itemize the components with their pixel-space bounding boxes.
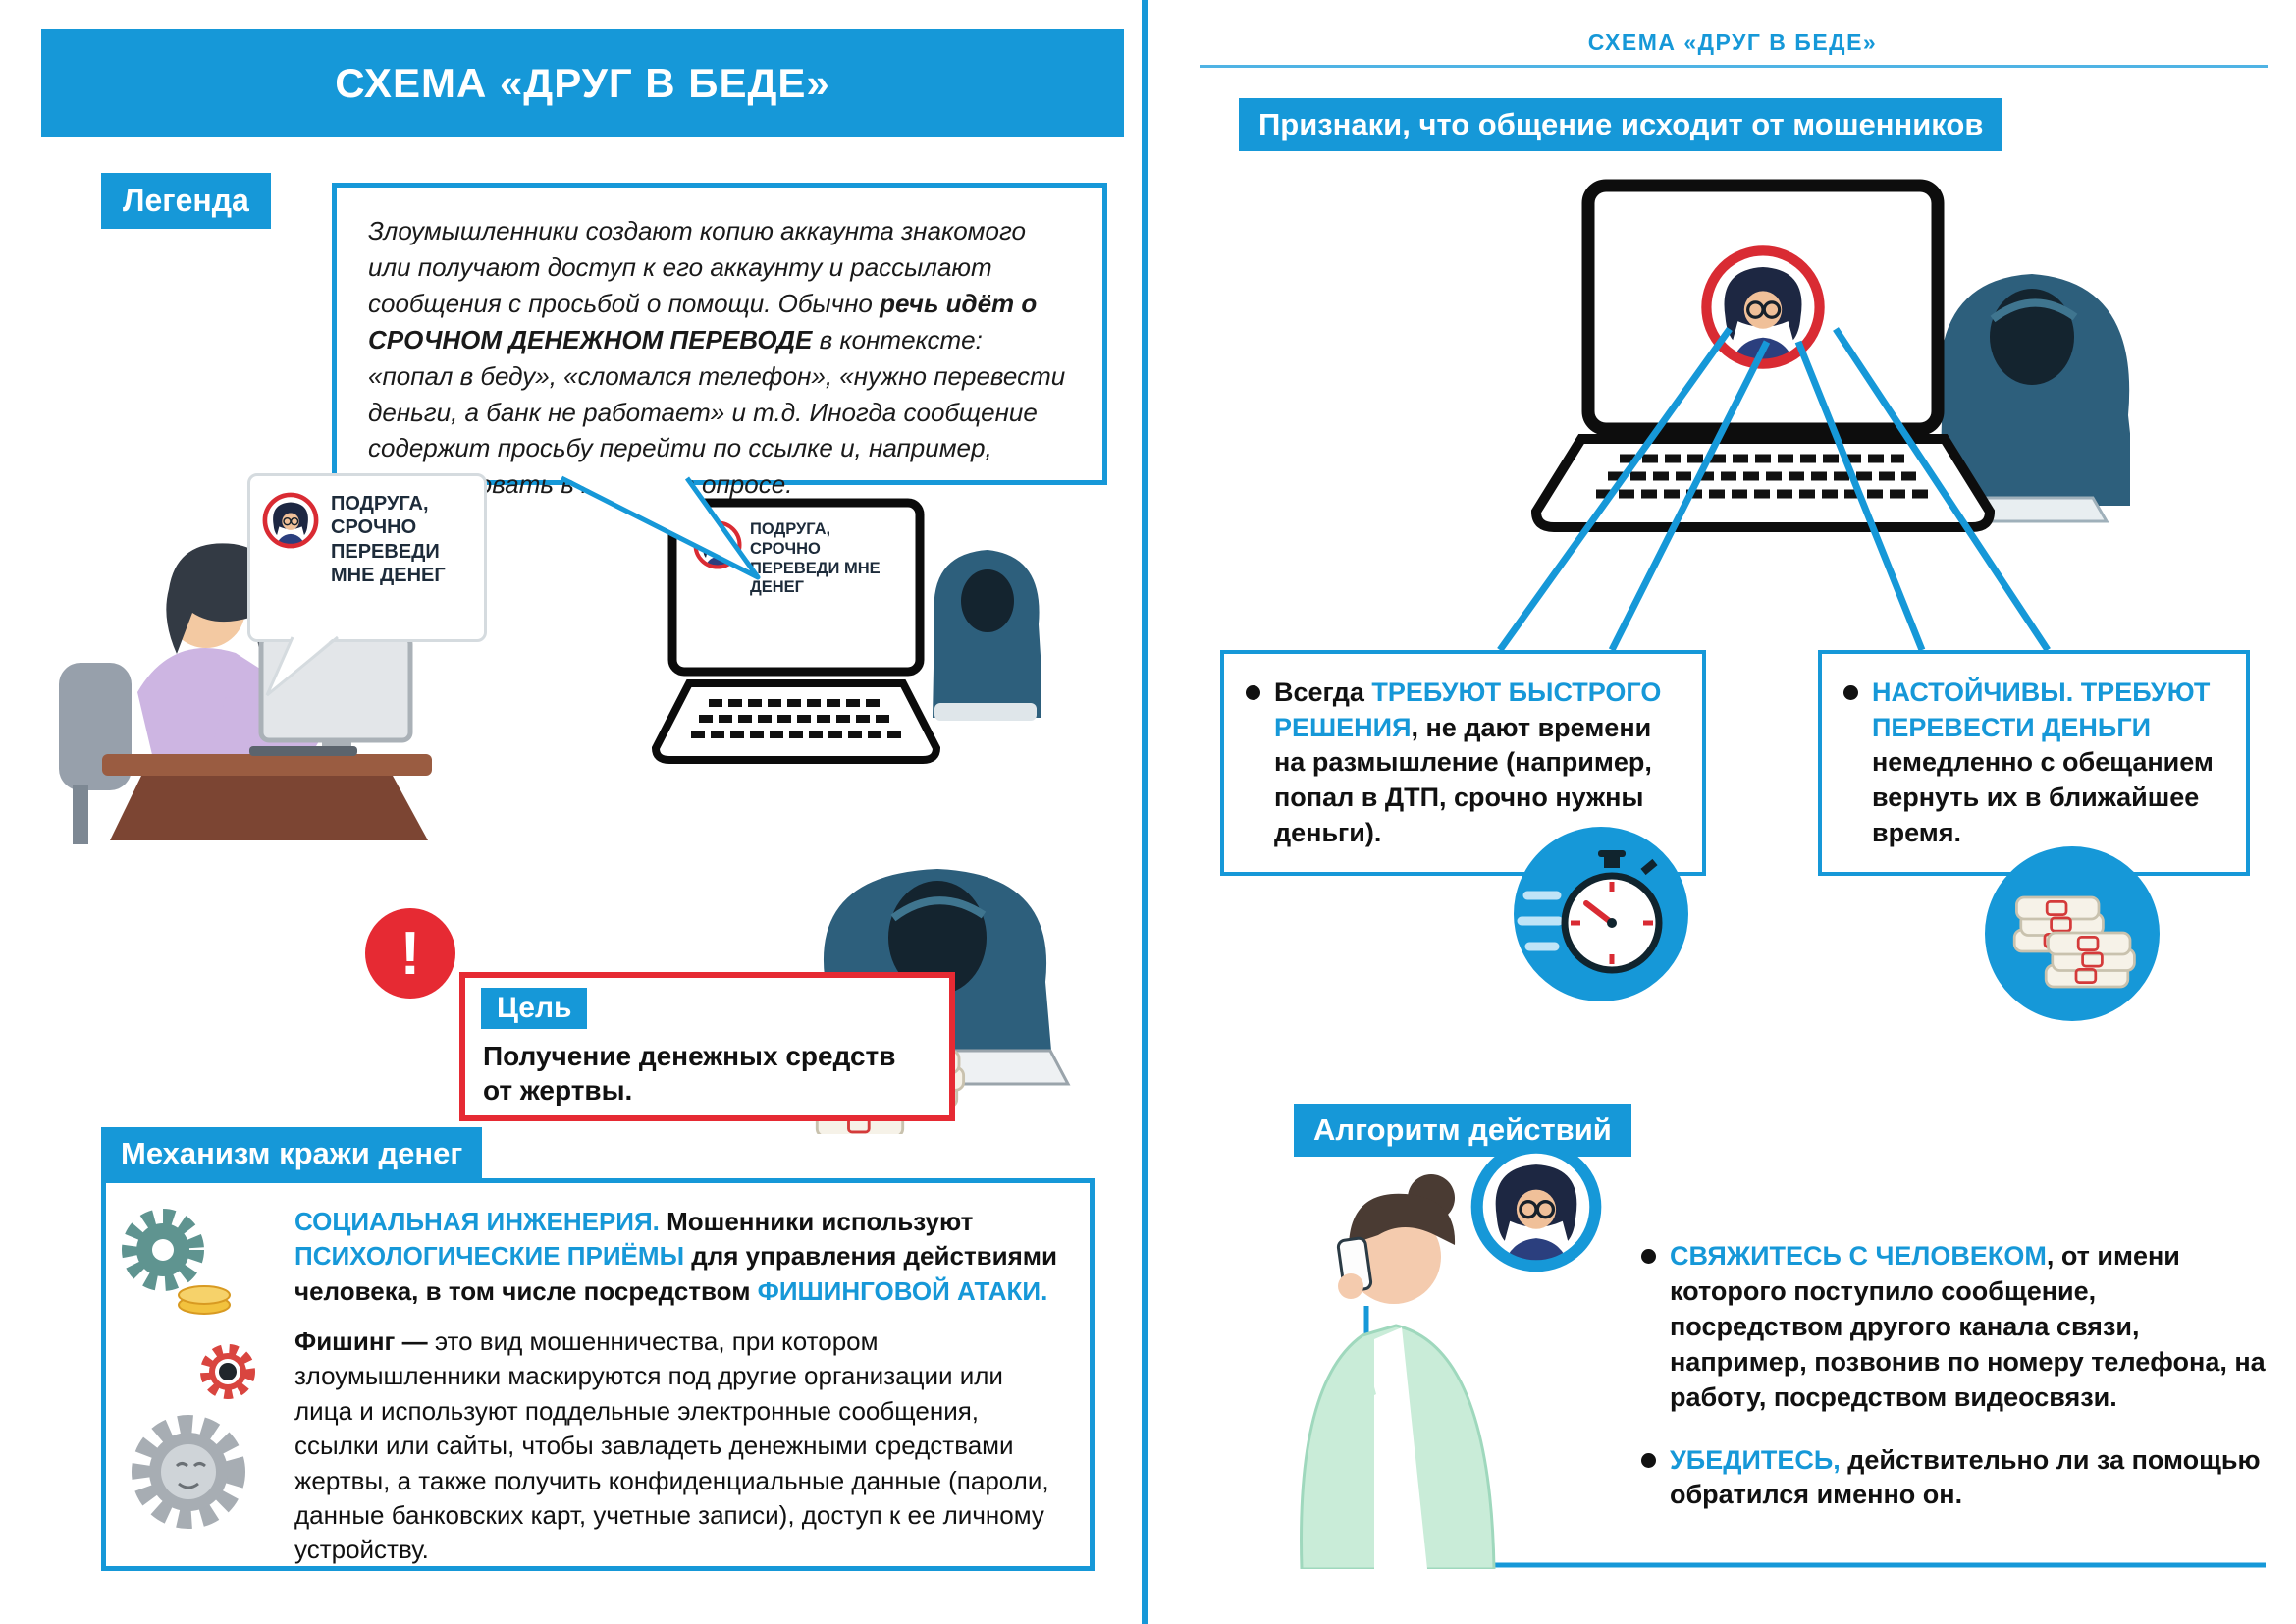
mech-t-2: для управления действиями человека, в то… bbox=[294, 1241, 1058, 1306]
gears-coins-icon bbox=[122, 1209, 255, 1529]
fraud-laptop-art bbox=[1530, 179, 2130, 532]
bullet-dot bbox=[1641, 1452, 1656, 1468]
box1-blue: ТРЕБУЮТ БЫСТРОГО РЕШЕНИЯ bbox=[1274, 677, 1662, 742]
mechanism-heading: Механизм кражи денег bbox=[101, 1127, 483, 1180]
laptop-message-text: ПОДРУГА, СРОЧНО ПЕРЕВЕДИ МНЕ ДЕНЕГ bbox=[750, 520, 881, 597]
legend-text-box: Злоумышленники создают копию аккаунта зн… bbox=[332, 183, 1107, 499]
mech-blue-1: СОЦИАЛЬНАЯ ИНЖЕНЕРИЯ. bbox=[294, 1207, 660, 1236]
box2-blue: НАСТОЙЧИВЫ. ТРЕБУЮТ ПЕРЕВЕСТИ ДЕНЬГИ bbox=[1872, 677, 2211, 742]
bullet-dot bbox=[1641, 1249, 1656, 1264]
phishing-text: это вид мошенничества, при котором злоум… bbox=[294, 1326, 1049, 1565]
bullet-dot bbox=[1246, 685, 1260, 700]
box2-t1: немедленно с обещанием вернуть их в ближ… bbox=[1872, 747, 2214, 847]
mechanism-icons bbox=[104, 1189, 291, 1567]
goal-box: Цель Получение денежных средств от жертв… bbox=[459, 972, 955, 1121]
mech-blue-2: ПСИХОЛОГИЧЕСКИЕ ПРИЁМЫ bbox=[294, 1241, 685, 1272]
goal-text: Получение денежных средств от жертвы. bbox=[483, 1041, 896, 1106]
bubble-text: ПОДРУГА, СРОЧНО ПЕРЕВЕДИ МНЕ ДЕНЕГ bbox=[331, 493, 446, 587]
mech-t-1: Мошенники используют bbox=[659, 1207, 974, 1236]
algorithm-item-verify: УБЕДИТЕСЬ, действительно ли за помощью о… bbox=[1641, 1443, 2269, 1514]
laptop-screen-message: ПОДРУГА, СРОЧНО ПЕРЕВЕДИ МНЕ ДЕНЕГ bbox=[693, 520, 901, 598]
goal-label: Цель bbox=[481, 988, 588, 1029]
algorithm-heading: Алгоритм действий bbox=[1294, 1104, 1631, 1157]
legend-label: Легенда bbox=[101, 173, 271, 229]
scammer-laptop-illustration: ПОДРУГА, СРОЧНО ПЕРЕВЕДИ МНЕ ДЕНЕГ bbox=[648, 491, 1041, 795]
right-header-rule bbox=[1200, 65, 2268, 68]
algo-item2-text: УБЕДИТЕСЬ, действительно ли за помощью о… bbox=[1670, 1443, 2269, 1514]
box1-t2: , не дают времени на размышление (наприм… bbox=[1274, 712, 1652, 847]
mechanism-box: СОЦИАЛЬНАЯ ИНЖЕНЕРИЯ. Мошенники использу… bbox=[101, 1178, 1095, 1571]
phishing-lead: Фишинг — bbox=[294, 1326, 435, 1357]
signs-heading: Признаки, что общение исходит от мошенни… bbox=[1239, 98, 2003, 151]
page-title: СХЕМА «ДРУГ В БЕДЕ» bbox=[41, 29, 1124, 137]
algo2-blue: УБЕДИТЕСЬ, bbox=[1670, 1444, 1841, 1475]
warning-icon: ! bbox=[365, 908, 455, 999]
friend-avatar-icon bbox=[693, 520, 742, 569]
sign-box2-text: НАСТОЙЧИВЫ. ТРЕБУЮТ ПЕРЕВЕСТИ ДЕНЬГИ нем… bbox=[1872, 676, 2224, 850]
money-icon bbox=[1985, 846, 2160, 1021]
fraud-laptop-illustration bbox=[1482, 172, 2130, 604]
sign-box1-text: Всегда ТРЕБУЮТ БЫСТРОГО РЕШЕНИЯ, не дают… bbox=[1274, 676, 1681, 850]
contact-avatar-icon bbox=[1470, 1141, 1602, 1272]
algo1-blue: СВЯЖИТЕСЬ С ЧЕЛОВЕКОМ bbox=[1670, 1241, 2047, 1271]
legend-text: Злоумышленники создают копию аккаунта зн… bbox=[368, 216, 1026, 318]
right-page-header: СХЕМА «ДРУГ В БЕДЕ» bbox=[1587, 29, 1878, 55]
stopwatch-icon bbox=[1514, 827, 1688, 1001]
scammer-laptop-art bbox=[651, 498, 1041, 764]
sign-box-insistent: НАСТОЙЧИВЫ. ТРЕБУЮТ ПЕРЕВЕСТИ ДЕНЬГИ нем… bbox=[1818, 650, 2250, 877]
mech-blue-3: ФИШИНГОВОЙ АТАКИ. bbox=[757, 1275, 1048, 1306]
algorithm-list: СВЯЖИТЕСЬ С ЧЕЛОВЕКОМ, от имени которого… bbox=[1641, 1239, 2269, 1513]
algo-item1-text: СВЯЖИТЕСЬ С ЧЕЛОВЕКОМ, от имени которого… bbox=[1670, 1239, 2269, 1416]
victim-message-bubble: ПОДРУГА, СРОЧНО ПЕРЕВЕДИ МНЕ ДЕНЕГ bbox=[247, 473, 487, 642]
friend-avatar-icon bbox=[262, 492, 319, 549]
mechanism-text: СОЦИАЛЬНАЯ ИНЖЕНЕРИЯ. Мошенники использу… bbox=[294, 1205, 1068, 1568]
box1-t1: Всегда bbox=[1274, 677, 1372, 707]
algorithm-item-contact: СВЯЖИТЕСЬ С ЧЕЛОВЕКОМ, от имени которого… bbox=[1641, 1239, 2269, 1416]
legend-text-bold: речь идёт о СРОЧНОМ ДЕНЕЖНОМ ПЕРЕВОДЕ bbox=[368, 288, 1038, 354]
bullet-dot bbox=[1843, 685, 1858, 700]
center-divider bbox=[1142, 0, 1148, 1624]
